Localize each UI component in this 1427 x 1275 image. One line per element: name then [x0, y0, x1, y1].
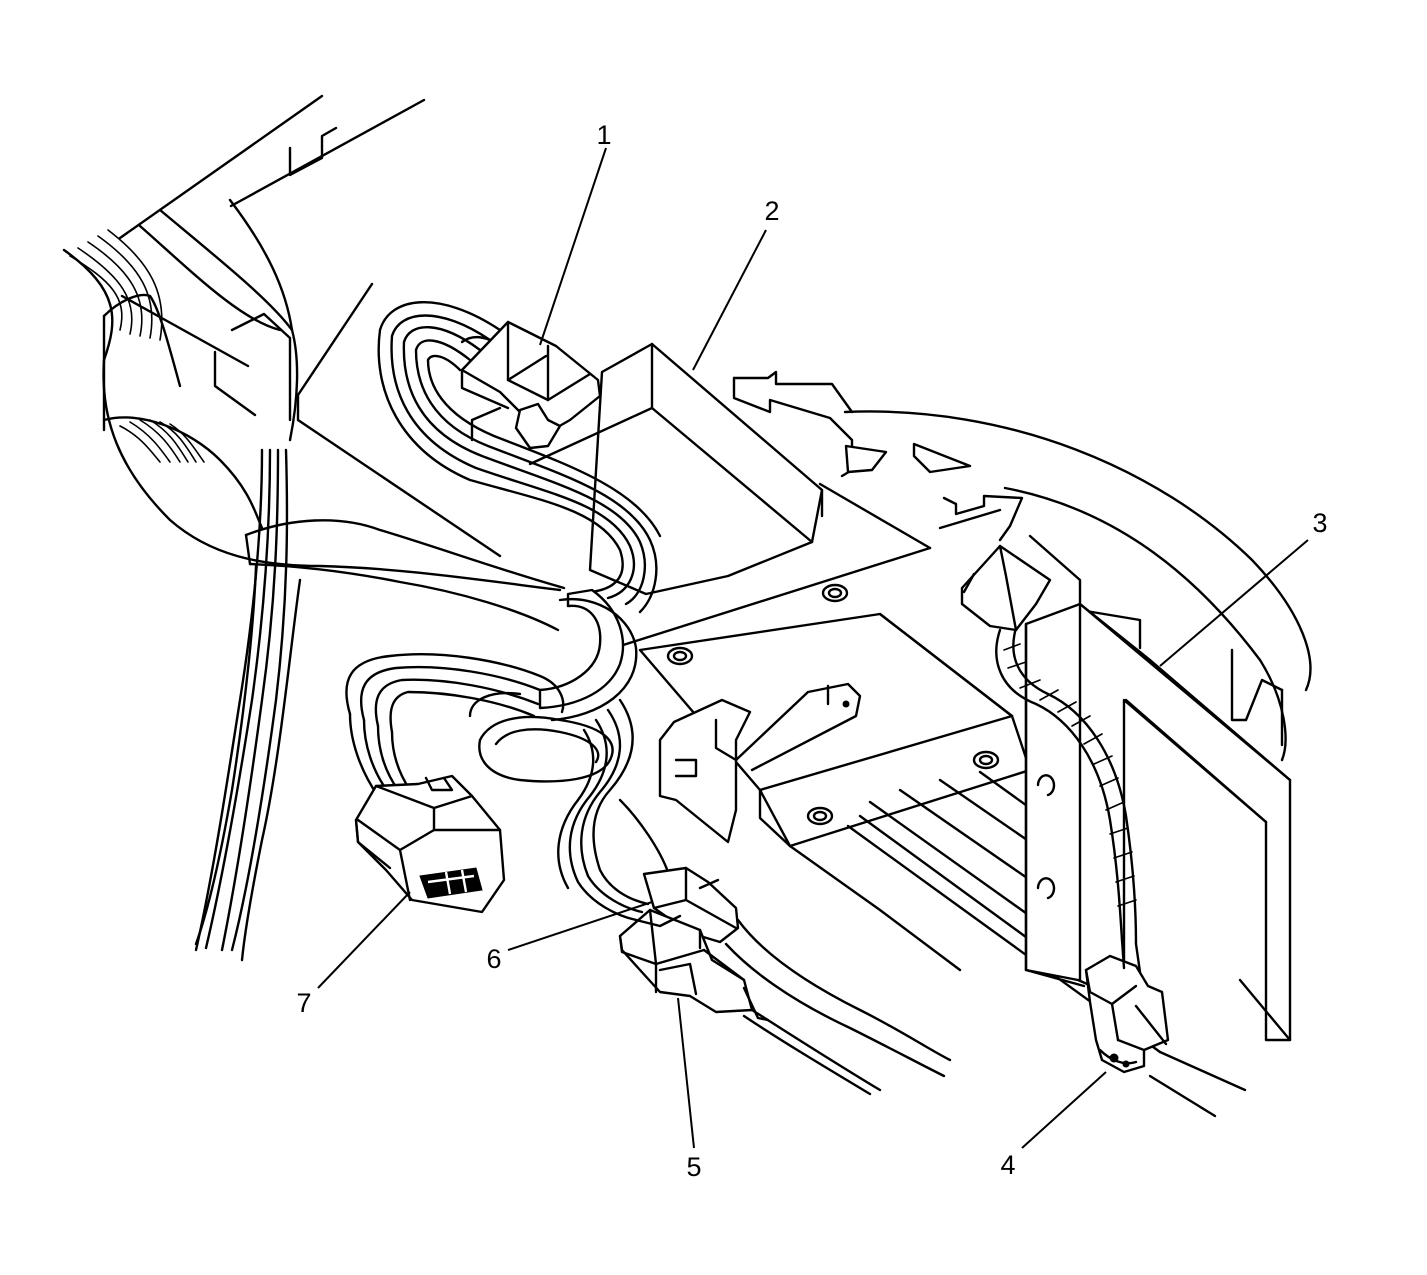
callout-2: 2	[764, 196, 779, 226]
leader-lines	[317, 147, 1309, 1149]
connector-1	[460, 320, 602, 450]
callout-labels: 1 2 3 4 5 6 7	[296, 120, 1327, 1182]
electronic-module	[528, 342, 824, 596]
connector-5-6	[618, 866, 952, 1096]
callout-6: 6	[486, 944, 501, 974]
main-wiring-harness	[62, 198, 566, 962]
connector-7-diagnostic	[354, 774, 506, 914]
connector-4	[1084, 938, 1170, 1074]
callout-3: 3	[1312, 508, 1327, 538]
callout-7: 7	[296, 988, 311, 1018]
twisted-pair-wire	[960, 544, 1138, 946]
dash-panel-structure	[118, 94, 1312, 762]
callout-1: 1	[596, 120, 611, 150]
callout-4: 4	[1000, 1150, 1015, 1180]
vertical-mounting-plate	[1024, 602, 1292, 1042]
small-bracket-tab	[658, 682, 862, 844]
harness-loop-center	[345, 588, 670, 922]
harness-loop-upper	[377, 301, 662, 614]
callout-5: 5	[686, 1152, 701, 1182]
